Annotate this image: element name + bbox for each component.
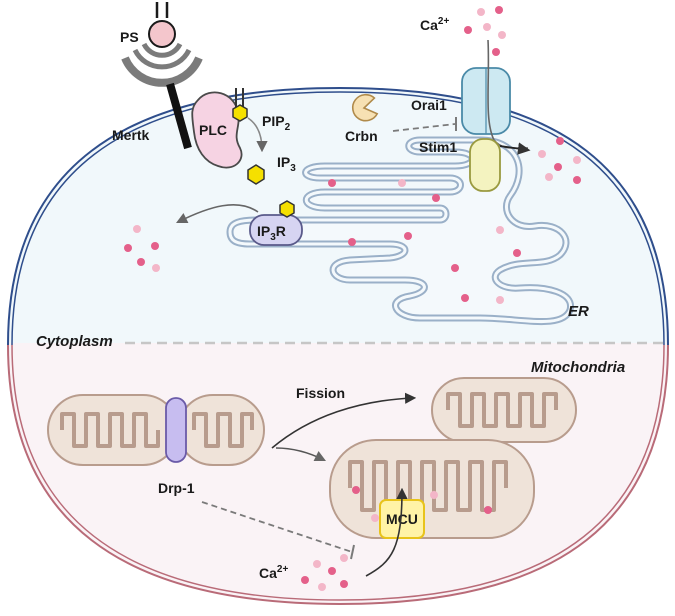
orai1-label: Orai1 — [411, 97, 447, 113]
pip2-to-ip3-arrow — [247, 117, 268, 153]
pip2-label-sub: 2 — [285, 122, 291, 133]
ip3-label-sub: 3 — [290, 163, 296, 174]
calcium-ion-icon — [545, 173, 553, 181]
cytosolic-calcium-bottom — [301, 554, 348, 591]
mcu-label: MCU — [386, 511, 418, 527]
calcium-ion-icon — [477, 8, 485, 16]
fission-arrow-upper — [271, 392, 417, 449]
stim1-protein-icon — [469, 138, 501, 192]
calcium-ion-icon — [554, 163, 562, 171]
calcium-ion-icon — [573, 176, 581, 184]
dividing-mitochondrion-icon — [47, 394, 265, 466]
cell-membrane-bottom — [7, 344, 669, 606]
er-label: ER — [568, 303, 589, 320]
calcium-ion-icon — [573, 156, 581, 164]
mertk-label: Mertk — [112, 127, 150, 143]
calcium-ion-icon — [152, 264, 160, 272]
calcium-ion-icon — [313, 560, 321, 568]
ps-label: PS — [120, 29, 139, 45]
ip3r-label: IP3R — [257, 223, 286, 243]
ps-ligand-icon — [148, 2, 176, 48]
pip2-label-main: PIP — [262, 113, 285, 129]
ca-bottom-label-sup: 2+ — [277, 564, 289, 575]
ca-bottom-label: Ca2+ — [259, 564, 288, 581]
cytosolic-calcium-left — [124, 225, 160, 272]
ip3-label: IP3 — [277, 154, 296, 174]
ip3-label-main: IP — [277, 154, 290, 170]
cell-membrane-top-inner — [11, 91, 665, 346]
calcium-ion-icon — [464, 26, 472, 34]
calcium-ion-icon — [492, 48, 500, 56]
ip3r-receptor-icon — [249, 200, 303, 246]
extracellular-calcium — [464, 6, 506, 56]
stim1-label: Stim1 — [419, 139, 457, 155]
mitochondrion-icon — [431, 377, 577, 443]
er-calcium-ions — [328, 179, 521, 304]
calcium-ion-icon — [496, 296, 504, 304]
pip2-hexagon-icon — [232, 88, 248, 122]
ca-bottom-label-main: Ca — [259, 565, 277, 581]
crbn-label: Crbn — [345, 128, 378, 144]
calcium-ion-icon — [498, 31, 506, 39]
ca-top-label-sup: 2+ — [438, 16, 450, 27]
ip3r-label-main: IP — [257, 223, 270, 239]
mitochondria-label: Mitochondria — [531, 359, 625, 376]
calcium-ion-icon — [495, 6, 503, 14]
orai1-channel-icon — [461, 67, 511, 135]
crbn-inhibition — [392, 117, 457, 132]
calcium-ion-icon — [430, 491, 438, 499]
ip3-hexagon-icon — [247, 164, 265, 185]
calcium-influx-arrowhead — [499, 142, 531, 155]
drp1-label: Drp-1 — [158, 480, 195, 496]
calcium-ion-icon — [352, 486, 360, 494]
calcium-ion-icon — [371, 514, 379, 522]
calcium-ion-icon — [348, 238, 356, 246]
fission-arrow-lower — [275, 447, 327, 462]
ca-top-label: Ca2+ — [420, 16, 449, 33]
calcium-ion-icon — [328, 567, 336, 575]
drp1-inhibition — [201, 501, 355, 560]
ip3r-label-sub: 3 — [270, 232, 276, 243]
calcium-ion-icon — [513, 249, 521, 257]
calcium-ion-icon — [398, 179, 406, 187]
calcium-ion-icon — [538, 150, 546, 158]
mitochondrion-icon — [329, 439, 535, 539]
cell-membrane-top — [7, 86, 669, 346]
cell-membrane-bottom-inner — [11, 344, 665, 601]
calcium-ion-icon — [496, 226, 504, 234]
fission-label: Fission — [296, 385, 345, 401]
calcium-ion-icon — [151, 242, 159, 250]
calcium-ion-icon — [133, 225, 141, 233]
crbn-pacman-icon — [351, 93, 379, 122]
ca-top-label-main: Ca — [420, 17, 438, 33]
drp1-ring-icon — [165, 397, 187, 463]
calcium-ion-icon — [137, 258, 145, 266]
calcium-ion-icon — [432, 194, 440, 202]
calcium-ion-icon — [461, 294, 469, 302]
calcium-ion-icon — [318, 583, 326, 591]
calcium-ion-icon — [484, 506, 492, 514]
calcium-ion-icon — [328, 179, 336, 187]
calcium-ion-icon — [301, 576, 309, 584]
calcium-ion-icon — [340, 580, 348, 588]
pip2-label: PIP2 — [262, 113, 291, 133]
mcu-uptake-arrow — [365, 487, 408, 577]
calcium-ion-icon — [556, 137, 564, 145]
calcium-ion-icon — [451, 264, 459, 272]
plc-label: PLC — [199, 122, 227, 138]
calcium-ion-icon — [404, 232, 412, 240]
calcium-ion-icon — [124, 244, 132, 252]
cytosolic-calcium-right — [538, 137, 581, 184]
ip3r-release-arrow — [175, 204, 259, 224]
calcium-ion-icon — [483, 23, 491, 31]
cytoplasm-label: Cytoplasm — [36, 333, 113, 350]
ip3r-label-tail: R — [276, 223, 286, 239]
calcium-ion-icon — [340, 554, 348, 562]
mertk-receptor-icon — [121, 42, 203, 150]
